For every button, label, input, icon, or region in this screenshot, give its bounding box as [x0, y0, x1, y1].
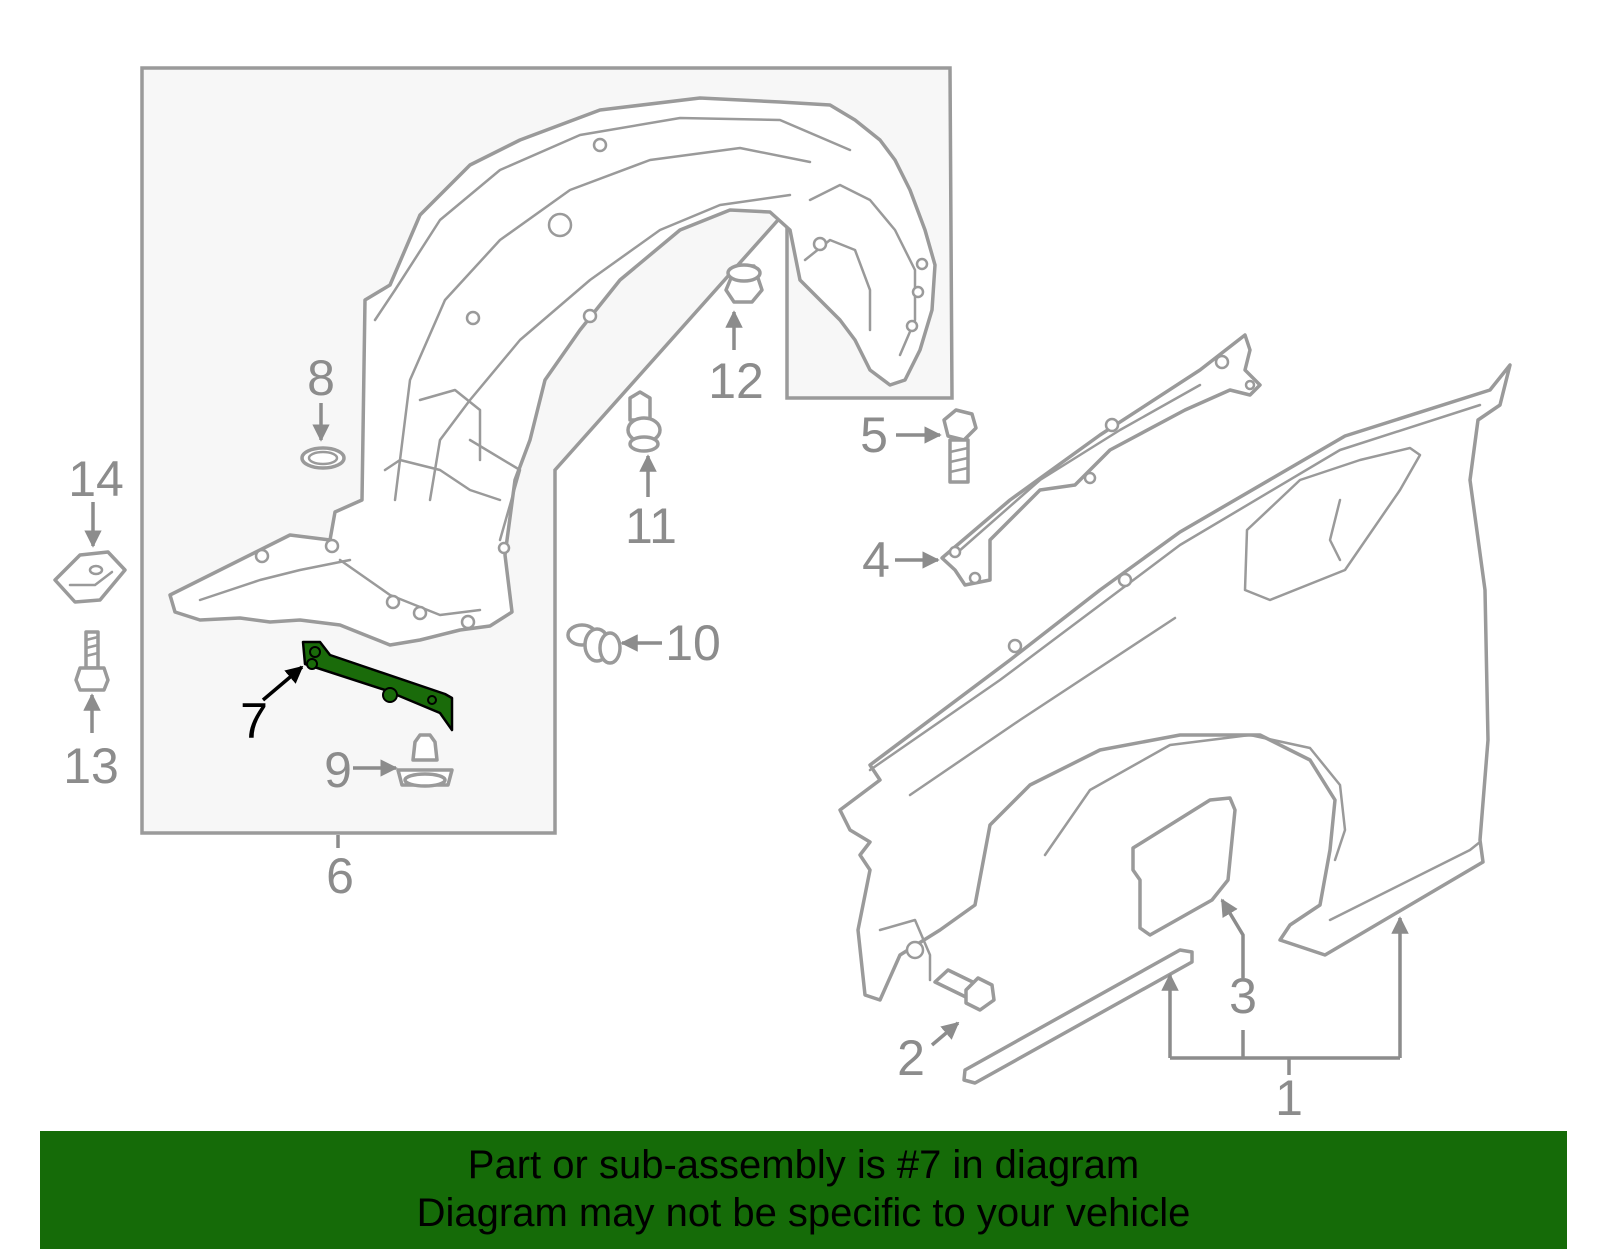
callout-9: 9 — [324, 742, 352, 798]
leader-lines — [83, 310, 1409, 1075]
info-banner: Part or sub-assembly is #7 in diagram Di… — [40, 1131, 1567, 1249]
fender-liner — [168, 96, 937, 647]
banner-line-2: Diagram may not be specific to your vehi… — [416, 1191, 1191, 1235]
bolt-13 — [74, 630, 110, 692]
callout-12: 12 — [708, 353, 764, 409]
callout-2: 2 — [897, 1030, 925, 1086]
molding-strip — [962, 948, 1194, 1085]
nut-clip-14 — [53, 550, 127, 604]
clip-12 — [724, 263, 764, 304]
fender-1 — [838, 363, 1512, 1002]
insulator-3 — [1131, 796, 1237, 937]
callout-14: 14 — [68, 451, 124, 507]
callout-4: 4 — [862, 532, 890, 588]
callout-11: 11 — [625, 498, 677, 554]
callout-6: 6 — [326, 848, 354, 904]
callout-7: 7 — [240, 693, 268, 749]
callout-13: 13 — [63, 738, 119, 794]
callout-8: 8 — [307, 350, 335, 406]
clip-9 — [396, 733, 454, 788]
callout-3: 3 — [1229, 968, 1257, 1024]
callout-5: 5 — [860, 407, 888, 463]
clip-11 — [626, 390, 662, 453]
bolt-5 — [942, 408, 978, 484]
bracket-part-7 — [301, 640, 454, 732]
banner-line-1: Part or sub-assembly is #7 in diagram — [467, 1143, 1140, 1187]
bolt-2 — [933, 968, 996, 1012]
clip-10 — [566, 623, 622, 665]
callout-1: 1 — [1275, 1070, 1303, 1126]
callout-labels: 1 2 3 4 5 6 7 8 9 10 11 12 13 14 — [63, 350, 1303, 1126]
bracket-4 — [940, 333, 1262, 587]
callout-10: 10 — [665, 615, 721, 671]
